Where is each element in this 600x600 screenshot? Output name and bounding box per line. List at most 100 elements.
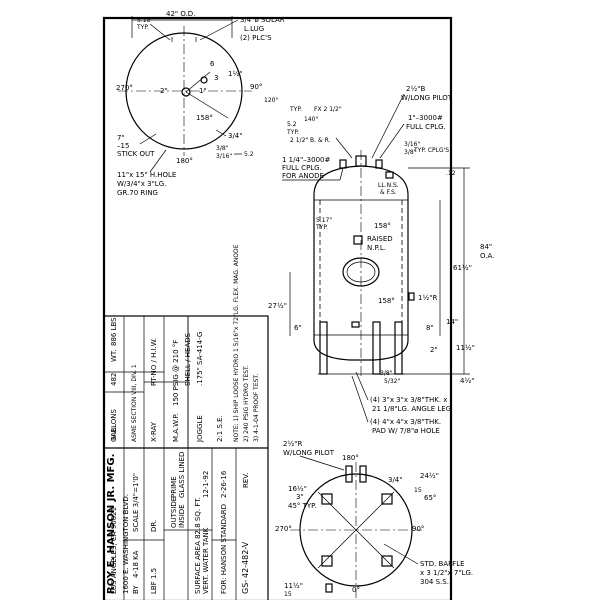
elev-typ: TYP. bbox=[286, 129, 299, 136]
tb-wt-val: 886 LBS. bbox=[110, 315, 118, 346]
tb-outside-val: PRIME bbox=[170, 476, 178, 498]
tb-rev-val: 2-26-16 bbox=[220, 470, 228, 498]
top-stick-out-3: STICK OUT bbox=[117, 150, 155, 158]
tb-xray-val: RT-NO / H.I.W. bbox=[150, 338, 158, 386]
elev-raised-1: RAISED bbox=[367, 235, 393, 243]
top-center-fitting bbox=[181, 87, 191, 97]
bottom-dim-15b: 15 bbox=[284, 591, 292, 598]
top-hole-note-1: 11"x 15" H.HOLE bbox=[117, 171, 176, 179]
tb-address: 1600 E. WASHINGTON BLVD. bbox=[122, 494, 130, 594]
top-stick-out-2: –15 bbox=[117, 142, 129, 150]
top-hole-note-3: GR.70 RING bbox=[117, 189, 158, 197]
top-dim-316: 3/16" bbox=[216, 153, 232, 160]
top-dim-frac: 1½" bbox=[228, 70, 242, 78]
bottom-deg-65: 65° bbox=[424, 494, 436, 502]
elev-dim-2712: 27½" bbox=[268, 302, 287, 310]
bottom-pad-se bbox=[381, 555, 393, 567]
top-view: 42" O.D. 5.18" TYP. 3/4"ø SOLAR L.LUG (2… bbox=[116, 10, 285, 197]
bottom-pad-sw bbox=[321, 555, 333, 567]
top-deg-158: 158° bbox=[196, 114, 213, 122]
bottom-deg-45: 45° TYP. bbox=[288, 502, 317, 510]
elev-pad-2: PAD W/ 7/8"ø HOLE bbox=[372, 427, 440, 435]
top-deg-90: 90° bbox=[250, 83, 262, 91]
top-typ-518-b: TYP. bbox=[136, 24, 149, 31]
bottom-view: 2½"R W/LONG PILOT 180° 270° 90° 16½" 45°… bbox=[275, 440, 473, 598]
tb-gallons-val: 482 bbox=[110, 373, 118, 386]
tb-model-prefix: GS- bbox=[241, 580, 250, 594]
elev-dim-14: 14" bbox=[446, 318, 458, 326]
tb-rev: REV. bbox=[242, 473, 250, 488]
elev-typ517-1: 5.17" bbox=[316, 217, 332, 224]
tb-city: LOS ANGELES, CA 90021 bbox=[110, 507, 118, 594]
bottom-baffle-3: 304 S.S. bbox=[420, 578, 449, 586]
tb-by-val: 4-18 KA bbox=[132, 550, 140, 578]
elev-anode-1: 1 1/4"–3000# bbox=[282, 156, 330, 164]
bottom-deg-0: 0° bbox=[352, 586, 360, 594]
bottom-dim-34: 3/4" bbox=[388, 476, 403, 484]
bottom-dim-3: 3" bbox=[296, 493, 304, 501]
tb-date: 12-1-92 bbox=[202, 471, 210, 498]
elev-fitting-2: FULL CPLG. bbox=[406, 123, 446, 131]
tb-xray: X-RAY bbox=[150, 421, 158, 442]
elev-dim-412: 4½" bbox=[460, 377, 474, 385]
top-dim-6: 6 bbox=[210, 60, 215, 68]
bottom-deg-270: 270° bbox=[275, 525, 292, 533]
elev-typ517-2: TYP. bbox=[315, 224, 328, 231]
elev-anode-3: FOR ANODE bbox=[282, 172, 324, 180]
tb-inside-val: GLASS LINED bbox=[178, 452, 186, 498]
elev-dim-2: 2" bbox=[430, 346, 438, 354]
elev-typ120-1: 120° bbox=[264, 97, 278, 104]
elev-dim-1112: 11½" bbox=[456, 344, 475, 352]
top-typ-518-a: 5.18" bbox=[137, 17, 153, 24]
elev-dim-6: 6" bbox=[294, 324, 302, 332]
tb-nb: N.B. bbox=[110, 426, 118, 441]
elev-dim-140: 140° bbox=[304, 116, 318, 123]
bottom-dim-15: 15 bbox=[414, 487, 422, 494]
tb-outside: OUTSIDE bbox=[170, 497, 178, 528]
elev-dim-612: 61½" bbox=[453, 264, 472, 272]
bottom-dim-16: 16½" bbox=[288, 485, 307, 493]
elev-dim-r: 1½"R bbox=[418, 294, 437, 302]
elev-r316: 3/16" bbox=[404, 141, 420, 148]
tb-material: .175" SA-414-G bbox=[196, 332, 204, 386]
top-deg-270: 270° bbox=[116, 84, 133, 92]
elev-llns-2: & F.S. bbox=[380, 189, 397, 196]
tb-surface: SURFACE AREA 82.8 SQ. FT. bbox=[194, 497, 202, 594]
elevation-shell bbox=[313, 165, 409, 361]
bottom-baffle-1: STD. BAFFLE bbox=[420, 560, 465, 568]
top-hole-note-2: W/3/4"x 3"LG. bbox=[117, 180, 166, 188]
tb-mawp: M.A.W.P. bbox=[172, 413, 180, 442]
drawing-border bbox=[102, 16, 453, 600]
tb-company: ROY E. HANSON JR. MFG. bbox=[106, 454, 117, 594]
top-dim-52: 5.2 bbox=[244, 151, 254, 158]
bottom-pad-ne bbox=[381, 493, 393, 505]
elev-dim-158b: 158° bbox=[378, 297, 395, 305]
tb-dr: DR. bbox=[150, 520, 158, 532]
top-dim-3: 3 bbox=[214, 74, 218, 82]
elev-pilot-1: 2½"B bbox=[406, 85, 425, 93]
tb-heads: 2:1 S.E. bbox=[216, 415, 224, 442]
elev-raised-2: N.P.L. bbox=[367, 244, 386, 252]
elev-dim-8: 8" bbox=[426, 324, 434, 332]
top-dim-34: 3/4" bbox=[228, 132, 243, 140]
elev-oa-1: 84" bbox=[480, 243, 492, 251]
title-block: GALLONS 482 WT. 886 LBS. N.B. ASME SECTI… bbox=[103, 244, 269, 600]
tb-joggle: JOGGLE bbox=[196, 415, 204, 443]
elev-oa-2: O.A. bbox=[480, 252, 494, 260]
elev-anode-2: FULL CPLG. bbox=[282, 164, 322, 172]
tb-inside: INSIDE bbox=[178, 504, 186, 528]
top-lug-note-2: L.LUG bbox=[244, 25, 264, 33]
elev-note-212: 2 1/2" B. & R. bbox=[290, 137, 331, 144]
leg-right bbox=[394, 321, 403, 375]
bottom-pilot-2: W/LONG PILOT bbox=[283, 449, 335, 457]
elev-manhole bbox=[342, 257, 380, 287]
leg-center bbox=[372, 321, 381, 375]
tb-shell-heads: SHELL / HEADS bbox=[184, 332, 192, 386]
elev-dim-12: .12 bbox=[446, 170, 456, 177]
elev-r38: 3/8" bbox=[404, 149, 417, 156]
tb-gallons: GALLONS bbox=[110, 408, 118, 442]
tb-asme: ASME SECTION VIII, DIV. 1 bbox=[131, 364, 138, 442]
elev-fitting-1: 1"–3000# bbox=[408, 114, 443, 122]
elev-dim-52: 5.2 bbox=[287, 121, 297, 128]
